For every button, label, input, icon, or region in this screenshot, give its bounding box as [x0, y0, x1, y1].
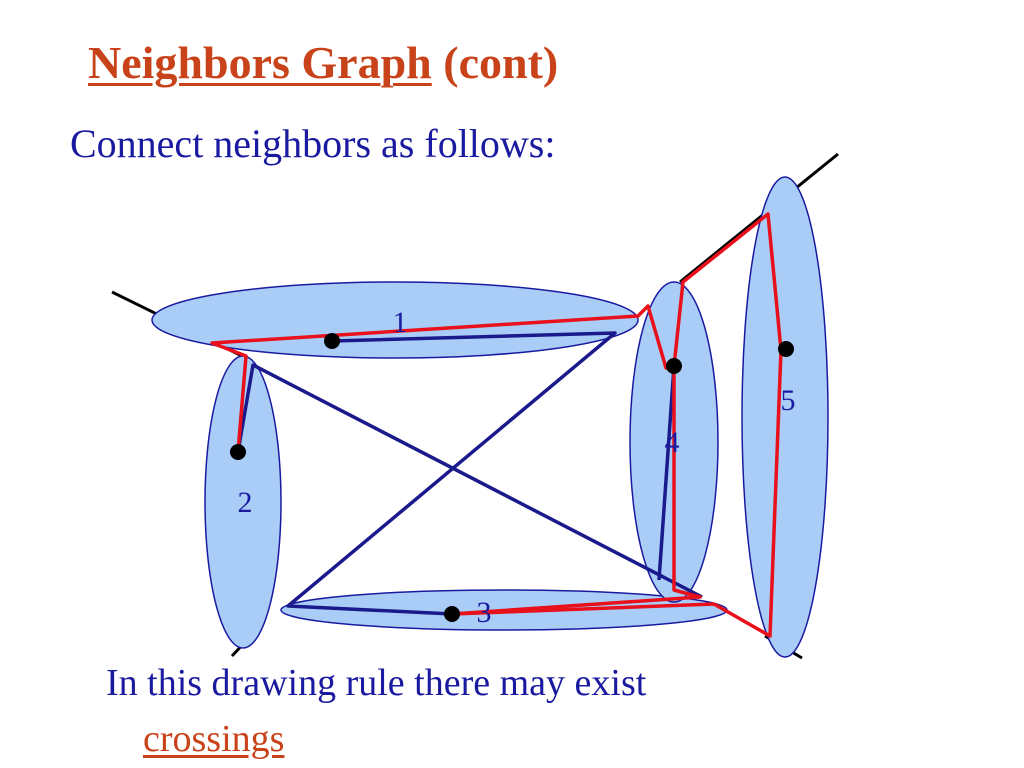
node-1 [324, 333, 340, 349]
blue-edge-4 [657, 365, 676, 581]
node-3 [444, 606, 460, 622]
title-suffix: (cont) [431, 37, 559, 88]
region-label-5: 5 [781, 384, 796, 417]
red-edge-path-4-3 [451, 366, 702, 616]
region-label-3: 3 [477, 596, 492, 629]
title-main: Neighbors Graph [88, 37, 432, 88]
blue-edge-2-cross [236, 363, 703, 599]
subtitle: Connect neighbors as follows: [70, 121, 556, 166]
guide-line-top-right [679, 152, 839, 284]
caption-text: In this drawing rule there may exist [106, 662, 647, 704]
region-5-ellipse [741, 176, 829, 658]
slide-title: Neighbors Graph (cont) [88, 40, 558, 86]
node-2 [230, 444, 246, 460]
caption-highlight: crossings [143, 718, 285, 760]
region-label-1: 1 [393, 306, 408, 339]
node-5 [778, 341, 794, 357]
blue-edge-1-3 [286, 331, 617, 616]
region-label-4: 4 [665, 426, 680, 459]
region-label-2: 2 [238, 486, 253, 519]
node-4 [666, 358, 682, 374]
